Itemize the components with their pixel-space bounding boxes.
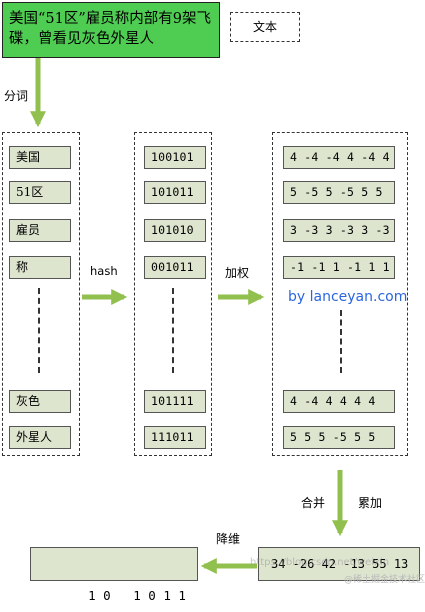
step-reduce-label: 降维 — [216, 532, 241, 546]
arrows-layer — [29, 58, 349, 575]
input-text: 美国“51区”雇员称内部有9架飞碟，曾看见灰色外星人 — [9, 11, 212, 47]
weight-ellipsis — [340, 310, 342, 373]
hash-cell: 001011 — [144, 256, 206, 279]
simhash-result: 1 0 1 0 1 1 — [88, 588, 186, 603]
community-watermark: @稀土掘金技术社区 — [344, 575, 425, 585]
weight-cell: 4 -4 4 4 4 4 — [283, 390, 395, 413]
word-cell: 美国 — [9, 146, 71, 169]
hash-cell: 111011 — [144, 426, 206, 449]
word-cell: 51区 — [9, 181, 71, 204]
step-hash-label: hash — [90, 264, 118, 278]
step-merge-label: 合并 — [301, 496, 326, 510]
word-cell: 称 — [9, 256, 71, 279]
step-weight-label: 加权 — [225, 266, 250, 280]
hash-cell: 101011 — [144, 181, 206, 204]
simhash-result-box: 1 0 1 0 1 1 — [30, 547, 198, 603]
hash-cell: 101111 — [144, 390, 206, 413]
weight-cell: 3 -3 3 -3 3 -3 — [283, 219, 395, 242]
source-watermark: https://blog.csdn.net/weixin — [250, 557, 390, 568]
weight-cell: -1 -1 1 -1 1 1 — [283, 256, 395, 279]
word-cell: 灰色 — [9, 390, 71, 413]
legend-text-box: 文本 — [230, 12, 300, 42]
summed-vector-box: 34 -26 42 -13 55 13 — [258, 547, 420, 581]
author-watermark: by lanceyan.com — [288, 289, 408, 305]
input-text-box: 美国“51区”雇员称内部有9架飞碟，曾看见灰色外星人 — [2, 2, 220, 58]
legend-label: 文本 — [252, 20, 277, 34]
weight-cell: 5 5 5 -5 5 5 — [283, 426, 395, 449]
words-ellipsis — [38, 288, 40, 373]
step-accumulate-label: 累加 — [358, 496, 383, 510]
summed-vector: 34 -26 42 -13 55 13 — [271, 557, 409, 571]
weight-cell: 5 -5 5 -5 5 5 — [283, 181, 395, 204]
step-segment-label: 分词 — [4, 89, 29, 103]
word-cell: 外星人 — [9, 426, 71, 449]
hash-ellipsis — [172, 288, 174, 373]
word-cell: 雇员 — [9, 219, 71, 242]
hash-cell: 101010 — [144, 219, 206, 242]
weight-cell: 4 -4 -4 4 -4 4 — [283, 146, 395, 169]
hash-cell: 100101 — [144, 146, 206, 169]
